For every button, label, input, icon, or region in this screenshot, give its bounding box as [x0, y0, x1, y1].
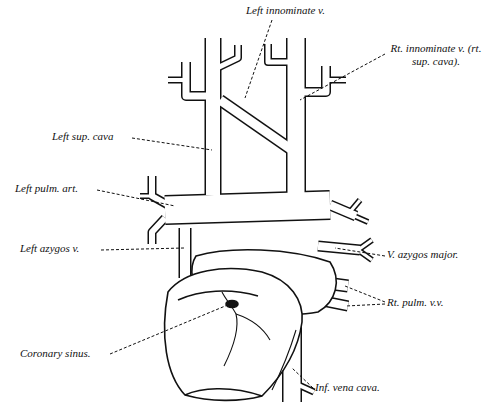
- anatomy-label: Coronary sinus.: [20, 347, 91, 360]
- anatomy-label: Left pulm. art.: [15, 182, 78, 195]
- anatomy-label: Left innominate v.: [246, 4, 325, 17]
- vessel-fills: [140, 38, 372, 402]
- anatomy-label: Rt. innominate v. (rt. sup. cava).: [386, 42, 486, 68]
- anatomy-label: Left azygos v.: [20, 242, 79, 255]
- leader-lines: [97, 20, 385, 388]
- heart-drawing: [165, 250, 337, 401]
- anatomy-label: Rt. pulm. v.v.: [387, 296, 443, 309]
- anatomy-label: Inf. vena cava.: [315, 381, 380, 394]
- anatomy-label: V. azygos major.: [387, 248, 458, 261]
- anatomy-label: Left sup. cava: [52, 130, 113, 143]
- vessel-outlines: [140, 38, 372, 402]
